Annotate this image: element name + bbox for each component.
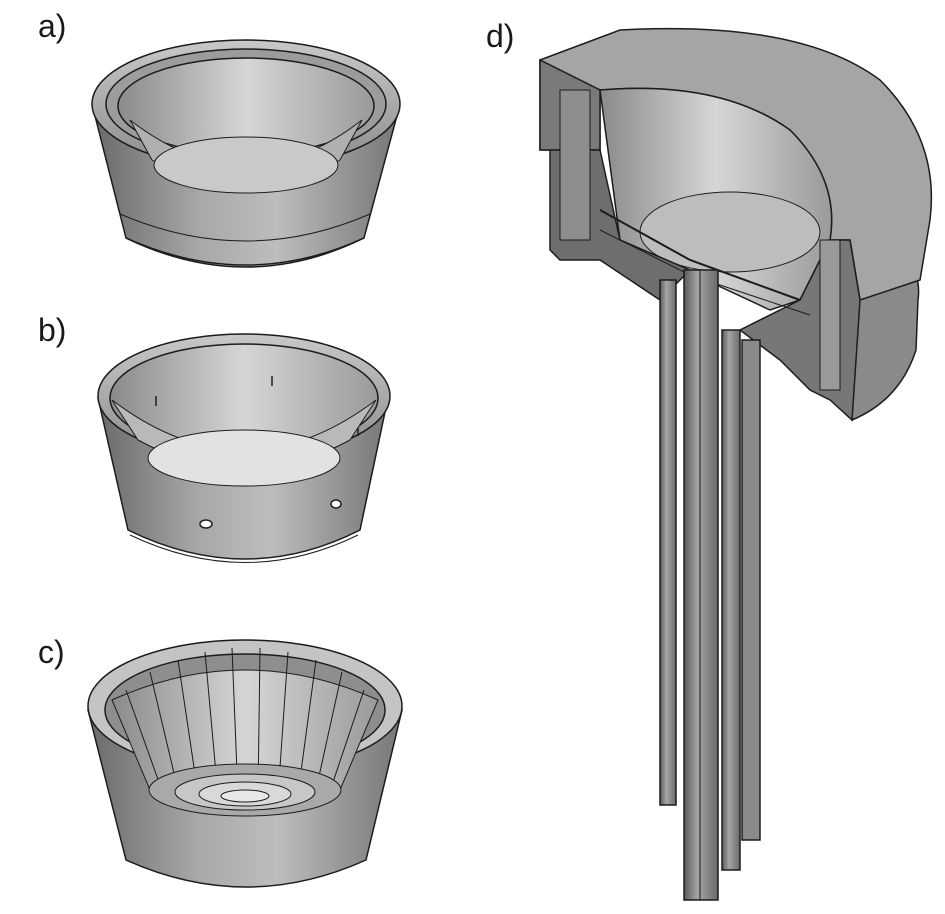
label-c: c) [38,634,65,670]
hole [199,519,213,529]
part-b-perforated-cup [97,333,391,563]
hole [330,499,342,509]
part-c-fluted-cup [87,639,403,888]
part-a-cup [91,39,401,268]
label-d: d) [486,18,515,54]
part-d-assembly-section [539,27,933,901]
label-b: b) [38,312,67,348]
label-a: a) [38,8,67,44]
